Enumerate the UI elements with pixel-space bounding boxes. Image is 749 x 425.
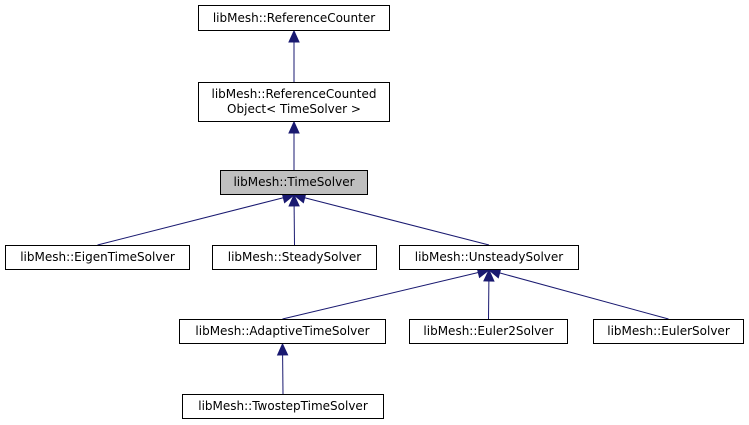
inheritance-edge-eigen_time_solver-to-time_solver bbox=[97, 197, 284, 246]
node-label: libMesh::TwostepTimeSolver bbox=[198, 399, 368, 413]
node-label-line2: Object< TimeSolver > bbox=[227, 102, 361, 116]
arrowhead-icon bbox=[276, 342, 289, 356]
arrowhead-icon bbox=[483, 268, 495, 282]
arrowhead-icon bbox=[288, 29, 300, 43]
node-steady-solver[interactable]: libMesh::SteadySolver bbox=[212, 245, 377, 270]
arrowhead-icon bbox=[288, 193, 300, 207]
node-label: libMesh::TimeSolver bbox=[233, 175, 355, 189]
inheritance-edge-euler_solver-to-unsteady_solver bbox=[499, 272, 669, 320]
node-euler2-solver[interactable]: libMesh::Euler2Solver bbox=[409, 319, 568, 344]
node-label: libMesh::UnsteadySolver bbox=[414, 250, 564, 264]
node-label-line1: libMesh::ReferenceCounted bbox=[211, 87, 377, 101]
node-adaptive-time-solver[interactable]: libMesh::AdaptiveTimeSolver bbox=[179, 319, 386, 344]
node-label: libMesh::Euler2Solver bbox=[423, 324, 554, 338]
inheritance-edge-unsteady_solver-to-time_solver bbox=[304, 197, 490, 246]
node-label: libMesh::EigenTimeSolver bbox=[20, 250, 175, 264]
node-reference-counted-object[interactable]: libMesh::ReferenceCounted Object< TimeSo… bbox=[198, 82, 390, 122]
node-reference-counter[interactable]: libMesh::ReferenceCounter bbox=[198, 5, 390, 31]
node-label: libMesh::EulerSolver bbox=[607, 324, 730, 338]
node-time-solver-current: libMesh::TimeSolver bbox=[220, 170, 368, 195]
inheritance-edge-adaptive_time_solver-to-unsteady_solver bbox=[282, 272, 479, 320]
node-label: libMesh::SteadySolver bbox=[227, 250, 362, 264]
node-unsteady-solver[interactable]: libMesh::UnsteadySolver bbox=[399, 245, 579, 270]
node-twostep-time-solver[interactable]: libMesh::TwostepTimeSolver bbox=[182, 394, 384, 419]
node-label: libMesh::ReferenceCounter bbox=[212, 10, 376, 25]
node-euler-solver[interactable]: libMesh::EulerSolver bbox=[593, 319, 744, 344]
node-label: libMesh::AdaptiveTimeSolver bbox=[195, 324, 370, 338]
node-eigen-time-solver[interactable]: libMesh::EigenTimeSolver bbox=[5, 245, 190, 270]
arrowhead-icon bbox=[288, 120, 300, 134]
